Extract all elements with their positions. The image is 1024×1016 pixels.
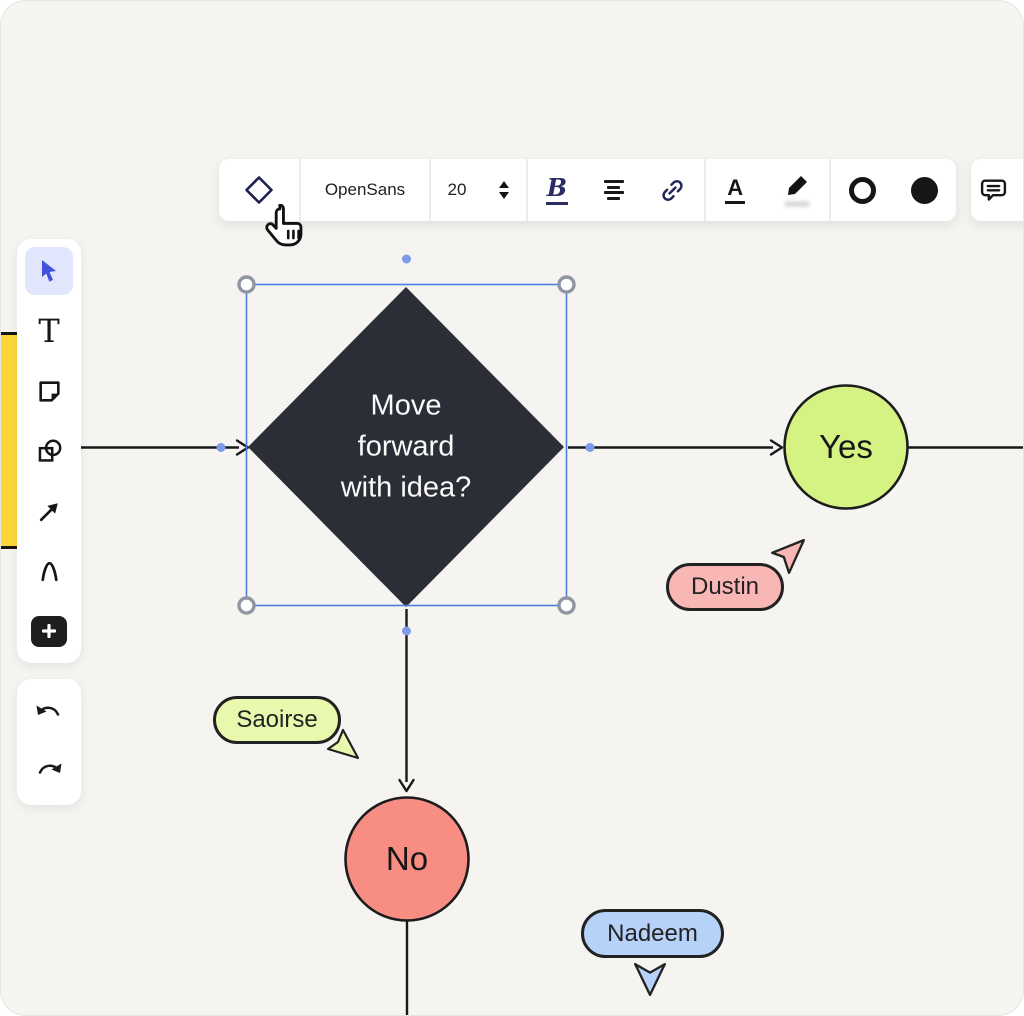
connector-left-arrowhead [235, 439, 250, 456]
arrow-icon [39, 502, 58, 521]
collaborator-pill-nadeem: Nadeem [581, 909, 724, 958]
connector-no-arrowhead [398, 778, 415, 793]
sidebar-item-text[interactable]: T [25, 307, 73, 355]
pen-icon [40, 561, 58, 581]
undo-button[interactable] [25, 689, 73, 737]
redo-button[interactable] [25, 747, 73, 795]
font-size-value[interactable]: 20 [447, 180, 467, 199]
format-toolbar: OpenSans 20 B [219, 159, 956, 221]
font-size-increase-icon[interactable] [499, 181, 510, 188]
sidebar-item-arrow[interactable] [25, 487, 73, 535]
hand-pointer-cursor-icon [265, 204, 303, 247]
collaborator-name: Saoirse [236, 706, 318, 733]
bold-button[interactable]: B [545, 175, 569, 205]
selection-handle-sw[interactable] [237, 596, 256, 615]
tool-sidebar: T [17, 239, 81, 663]
align-button[interactable] [603, 180, 624, 200]
text-color-icon: A [725, 175, 746, 205]
font-family-selector[interactable]: OpenSans [325, 180, 405, 200]
highlighter-caption-blur [783, 201, 810, 207]
bold-icon: B [545, 175, 569, 205]
collaborator-name: Dustin [690, 573, 760, 600]
shape-style-button[interactable] [244, 175, 274, 205]
link-button[interactable] [659, 177, 686, 204]
link-icon [662, 179, 683, 201]
sidebar-item-sticky-note[interactable] [25, 367, 73, 415]
collaborator-pill-dustin: Dustin [666, 563, 784, 611]
no-node[interactable] [344, 796, 470, 922]
text-icon: T [38, 312, 60, 350]
connector-yes-arrowhead [769, 439, 784, 456]
selection-handle-ne[interactable] [557, 275, 576, 294]
connect-dot-bottom[interactable] [402, 626, 411, 636]
stroke-color-swatch-icon [848, 176, 876, 204]
sidebar-item-shapes[interactable] [25, 427, 73, 475]
sticky-note-icon [38, 380, 60, 402]
font-family-value: OpenSans [324, 180, 406, 199]
collaborator-cursor-nadeem-icon [634, 962, 666, 996]
highlighter-button[interactable] [783, 173, 810, 207]
connect-dot-right[interactable] [585, 443, 595, 452]
connect-dot-top[interactable] [402, 254, 411, 264]
comment-button[interactable] [971, 159, 1023, 221]
decision-node[interactable] [248, 287, 564, 607]
highlighter-icon [787, 176, 807, 195]
selection-handle-se[interactable] [557, 596, 576, 615]
sidebar-item-add[interactable] [25, 607, 73, 655]
font-size-decrease-icon[interactable] [499, 192, 510, 199]
collaborator-name: Nadeem [607, 919, 698, 947]
selection-handle-nw[interactable] [237, 275, 256, 294]
history-panel [17, 679, 81, 805]
connect-dot-left[interactable] [216, 443, 226, 452]
stroke-color-button[interactable] [848, 176, 876, 204]
fill-color-swatch-icon [911, 176, 939, 204]
undo-icon [36, 705, 60, 716]
font-size-stepper [499, 181, 510, 199]
collaborator-cursor-saoirse-icon [326, 728, 360, 760]
cursor-icon [42, 260, 56, 282]
selection-box [245, 283, 568, 607]
yes-node[interactable] [783, 384, 909, 510]
comment-icon [980, 178, 1007, 201]
collaborator-cursor-dustin-icon [771, 538, 805, 574]
shapes-icon [38, 439, 61, 462]
plus-icon [31, 615, 67, 647]
sidebar-item-draw[interactable] [25, 547, 73, 595]
sidebar-item-select[interactable] [25, 247, 73, 295]
align-center-icon [603, 180, 624, 200]
shape-diamond-icon [245, 176, 273, 204]
redo-icon [38, 763, 62, 774]
text-color-button[interactable]: A [725, 175, 746, 205]
collaborator-pill-saoirse: Saoirse [213, 696, 341, 744]
fill-color-button[interactable] [911, 176, 939, 204]
